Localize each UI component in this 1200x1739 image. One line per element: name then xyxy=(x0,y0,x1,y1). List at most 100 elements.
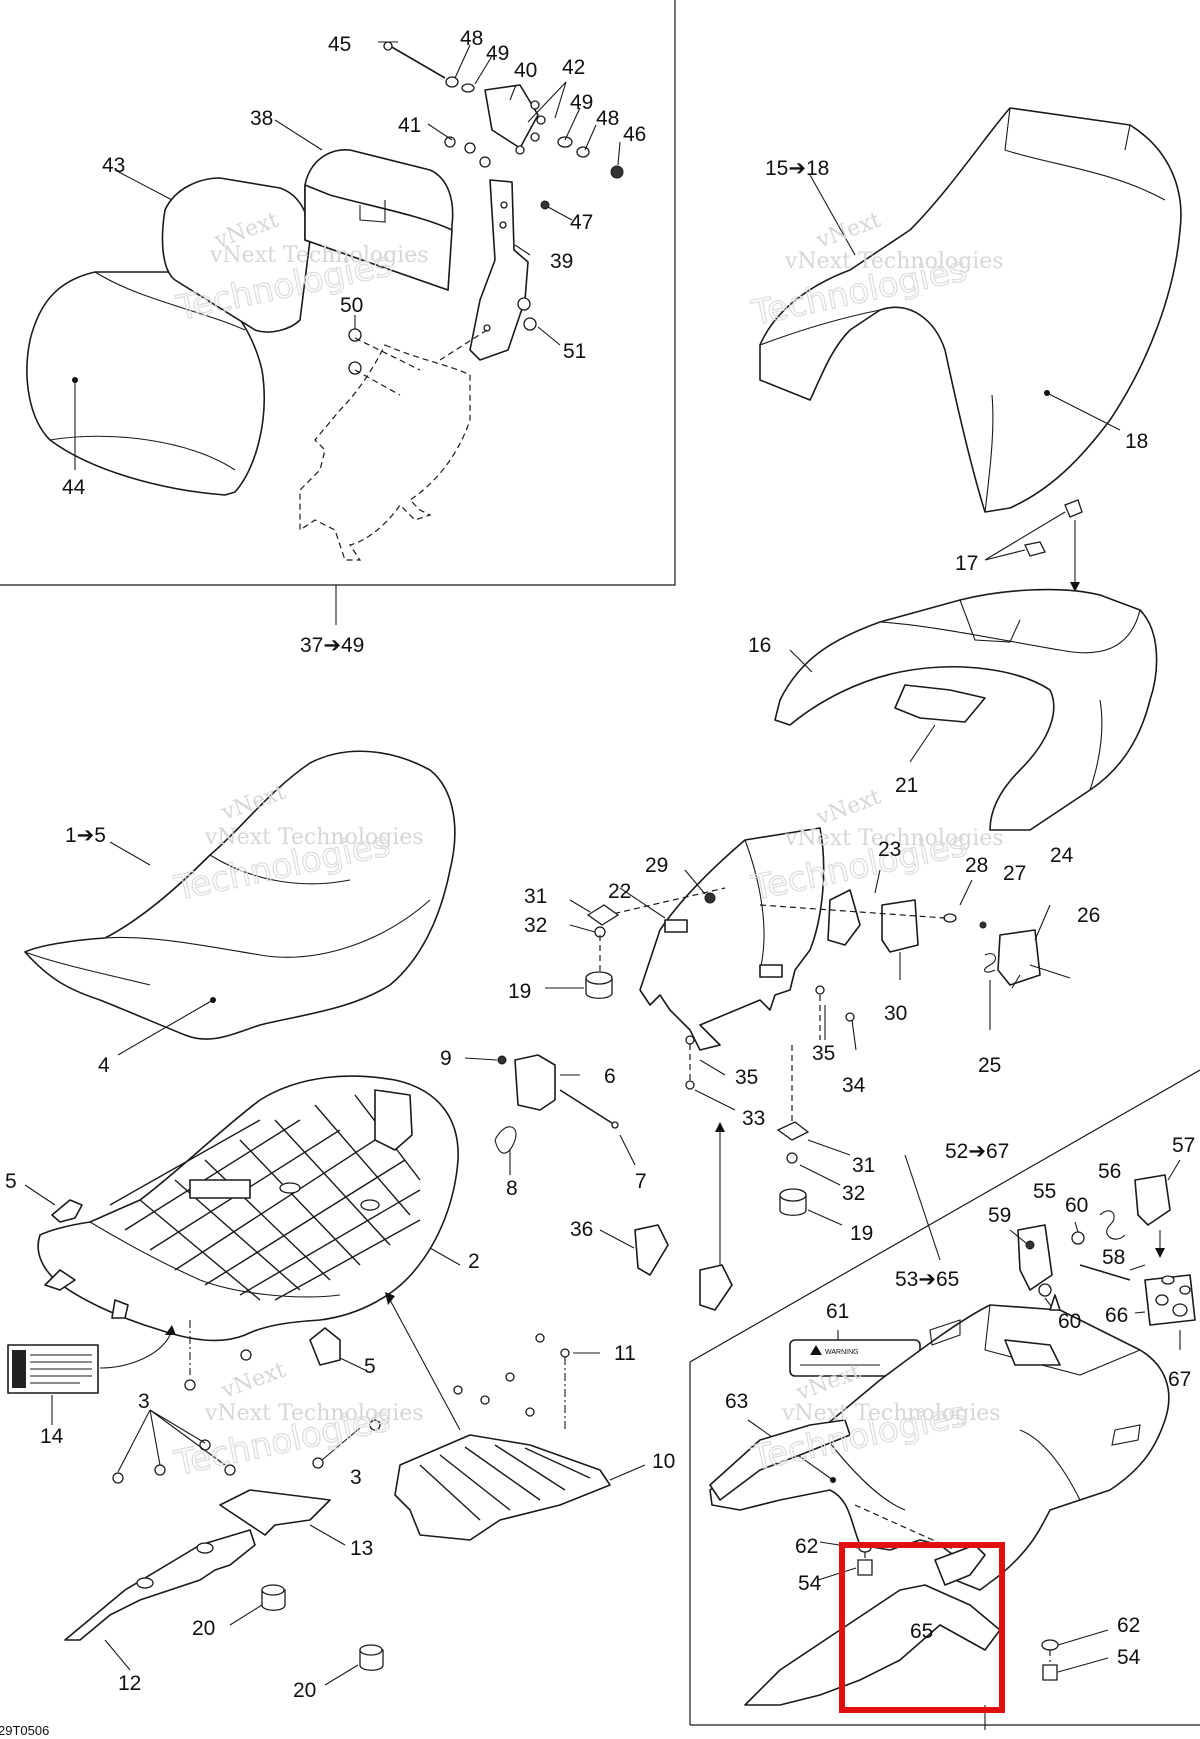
callout-18: 18 xyxy=(1125,430,1148,453)
callout-54-left: 54 xyxy=(798,1572,822,1595)
bumpers-36 xyxy=(599,1122,733,1311)
callout-50: 50 xyxy=(340,294,363,317)
foam-strip-12 xyxy=(64,1529,256,1671)
watermark-line2-c: vNext Technologies xyxy=(204,825,424,850)
callout-25: 25 xyxy=(978,1054,1001,1077)
seat-pad-21 xyxy=(894,684,986,763)
callout-5-left: 5 xyxy=(5,1170,17,1193)
callout-12: 12 xyxy=(118,1672,141,1695)
callout-17: 17 xyxy=(955,552,978,575)
latch-assembly-55-60 xyxy=(904,1154,1181,1316)
driver-seat-4 xyxy=(24,750,456,1056)
callout-37-49: 37➔49 xyxy=(300,634,364,657)
callout-30: 30 xyxy=(884,1002,907,1025)
callout-10: 10 xyxy=(652,1450,675,1473)
fasteners-54-62 xyxy=(817,1541,1109,1681)
callout-65: 65 xyxy=(910,1620,933,1643)
backrest-base-dashed xyxy=(299,329,488,561)
backrest-mount-bolts-50 xyxy=(348,315,362,375)
callout-2: 2 xyxy=(468,1250,480,1273)
callout-35-left: 35 xyxy=(735,1066,758,1089)
callout-40: 40 xyxy=(514,59,537,82)
backrest-cushion-44 xyxy=(26,271,265,496)
callout-60-top: 60 xyxy=(1065,1194,1088,1217)
rear-storage-group-frame xyxy=(689,1069,1200,1726)
trim-cap-66-67 xyxy=(1134,1274,1196,1350)
callout-36: 36 xyxy=(570,1218,593,1241)
callout-31-top: 31 xyxy=(524,885,547,908)
backrest-bracket-hardware xyxy=(378,41,624,179)
callout-7: 7 xyxy=(635,1170,647,1193)
callout-13: 13 xyxy=(350,1537,373,1560)
callout-60-bottom: 60 xyxy=(1058,1310,1081,1333)
backrest-frame-38 xyxy=(274,119,454,291)
callout-58: 58 xyxy=(1102,1246,1125,1269)
backrest-upright-39 xyxy=(469,179,573,361)
callout-59: 59 xyxy=(988,1204,1011,1227)
callout-62-left: 62 xyxy=(795,1535,818,1558)
watermark-line2-b: vNext Technologies xyxy=(784,249,1004,274)
callout-48-top: 48 xyxy=(460,27,483,50)
callout-62-right: 62 xyxy=(1117,1614,1140,1637)
latch-bolts-35 xyxy=(685,985,857,1080)
watermark-line2-a: vNext Technologies xyxy=(209,243,429,268)
callout-49-right: 49 xyxy=(570,91,593,114)
callout-21: 21 xyxy=(895,774,918,797)
callout-52-67: 52➔67 xyxy=(945,1140,1009,1163)
callout-61: 61 xyxy=(826,1300,849,1323)
fasteners-3 xyxy=(112,1320,381,1484)
callout-48-right: 48 xyxy=(596,107,619,130)
callout-26: 26 xyxy=(1077,904,1100,927)
warning-label-14 xyxy=(7,1325,176,1425)
passenger-seat-18 xyxy=(759,107,1182,513)
callout-28: 28 xyxy=(965,854,988,877)
lower-strip-65 xyxy=(744,1544,1001,1730)
callout-39: 39 xyxy=(550,250,573,273)
callout-35-right: 35 xyxy=(812,1042,835,1065)
callout-20-mid: 20 xyxy=(192,1617,215,1640)
callout-46: 46 xyxy=(623,123,646,146)
callout-19-top: 19 xyxy=(508,980,531,1003)
callout-32-bottom: 32 xyxy=(842,1182,865,1205)
seat-fasteners-17 xyxy=(984,499,1083,592)
backrest-group-frame xyxy=(0,0,676,625)
callout-56: 56 xyxy=(1098,1160,1121,1183)
callout-11: 11 xyxy=(614,1342,636,1365)
callout-63: 63 xyxy=(725,1390,748,1413)
seat-pan-2 xyxy=(37,1075,461,1342)
callout-20-bottom: 20 xyxy=(293,1679,316,1702)
callout-41: 41 xyxy=(398,114,421,137)
figure-code: 29T0506 xyxy=(0,1723,49,1738)
callout-16: 16 xyxy=(748,634,771,657)
warning-label-text: WARNING xyxy=(825,1349,859,1356)
callout-31-bottom: 31 xyxy=(852,1154,875,1177)
watermark-line2-e: vNext Technologies xyxy=(204,1401,424,1426)
callout-42: 42 xyxy=(562,56,585,79)
assembly-arrow-pan xyxy=(385,1292,461,1431)
callout-6: 6 xyxy=(604,1065,616,1088)
foam-strip-63 xyxy=(709,1419,851,1501)
callout-32-top: 32 xyxy=(524,914,547,937)
highlight-box xyxy=(839,1542,1005,1713)
callout-8: 8 xyxy=(506,1177,518,1200)
callout-54-right: 54 xyxy=(1117,1646,1141,1669)
callout-47: 47 xyxy=(570,211,593,234)
latch-parts-right xyxy=(759,869,1071,1030)
callout-53-65: 53➔65 xyxy=(895,1268,959,1291)
callout-5-right: 5 xyxy=(364,1355,376,1378)
callout-51: 51 xyxy=(563,340,586,363)
callout-38: 38 xyxy=(250,107,273,130)
rear-storage-tub-53 xyxy=(709,1294,1170,1591)
callout-3-right: 3 xyxy=(350,1466,362,1489)
latch-bracket-22 xyxy=(594,827,825,1051)
watermark-line2-d: vNext Technologies xyxy=(784,826,1004,851)
bumper-assembly-left xyxy=(545,899,620,999)
callout-labels: 45 48 49 40 42 49 48 46 38 41 43 47 39 5… xyxy=(0,27,1195,1738)
callout-67: 67 xyxy=(1168,1368,1191,1391)
callout-45: 45 xyxy=(328,33,351,56)
callout-49-top: 49 xyxy=(486,42,509,65)
heat-shield-10 xyxy=(394,1333,646,1541)
watermark-line1-e: vNext xyxy=(218,1358,290,1404)
callout-55: 55 xyxy=(1033,1180,1056,1203)
